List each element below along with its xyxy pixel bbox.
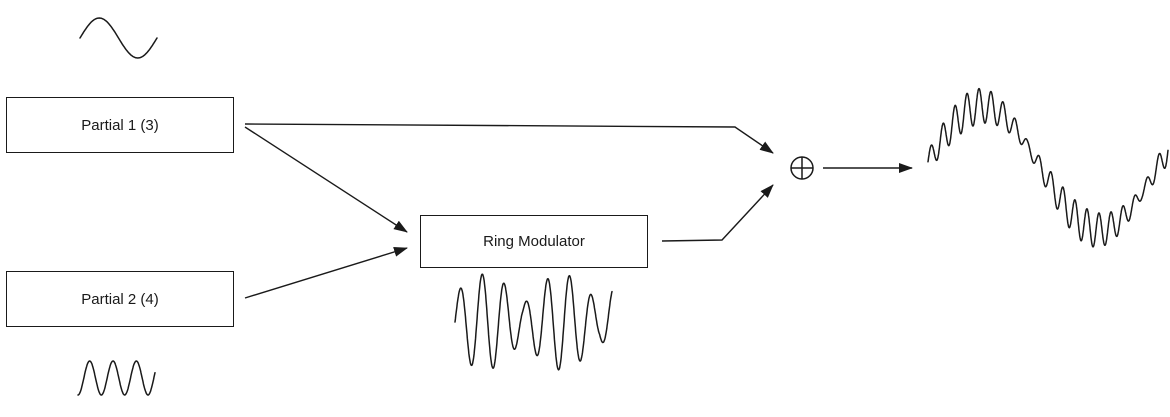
partial2-label: Partial 2 (4) [81,290,159,308]
ring-modulator-label: Ring Modulator [483,233,585,250]
output-waveform [927,87,1169,248]
arrow-partial1-to-sum [244,123,774,154]
partial2-sine-waveform [77,360,156,396]
arrow-ring-modulator-to-sum [661,184,774,242]
partial1-box: Partial 1 (3) [6,97,234,153]
partial1-sine-waveform [79,17,158,59]
partial1-label: Partial 1 (3) [81,116,159,134]
summing-node-icon [790,156,814,180]
ring-modulator-box: Ring Modulator [420,215,648,268]
ring-modulator-waveform [454,273,613,371]
arrow-partial2-to-ring-modulator [244,247,408,299]
arrow-partial1-to-ring-modulator [244,126,408,233]
partial2-box: Partial 2 (4) [6,271,234,327]
